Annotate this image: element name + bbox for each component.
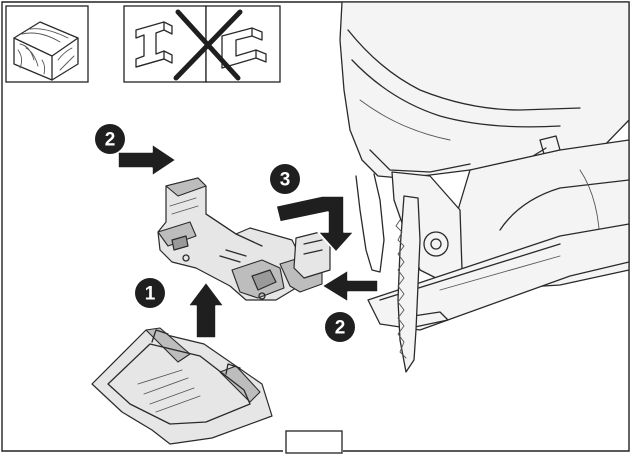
profile-material-icon [123, 5, 281, 83]
page-tab [285, 430, 343, 454]
chip-guard [91, 327, 273, 445]
step-number: 2 [335, 318, 346, 339]
step-badge-3: 3 [270, 164, 300, 194]
cover-shield [157, 177, 323, 301]
arrow-up [187, 281, 225, 339]
wood-material-icon [5, 5, 89, 83]
cross-out-icon [173, 9, 243, 81]
step-number: 3 [280, 170, 291, 191]
arrow-left-right [321, 269, 379, 303]
saw-blade [395, 195, 421, 373]
step-number: 1 [145, 284, 156, 305]
step-number: 2 [105, 130, 116, 151]
arrow-down-bent [275, 195, 355, 253]
step-badge-1: 1 [135, 278, 165, 308]
arrow-right-left [117, 143, 177, 177]
step-badge-2-left: 2 [95, 124, 125, 154]
step-badge-2-right: 2 [325, 312, 355, 342]
